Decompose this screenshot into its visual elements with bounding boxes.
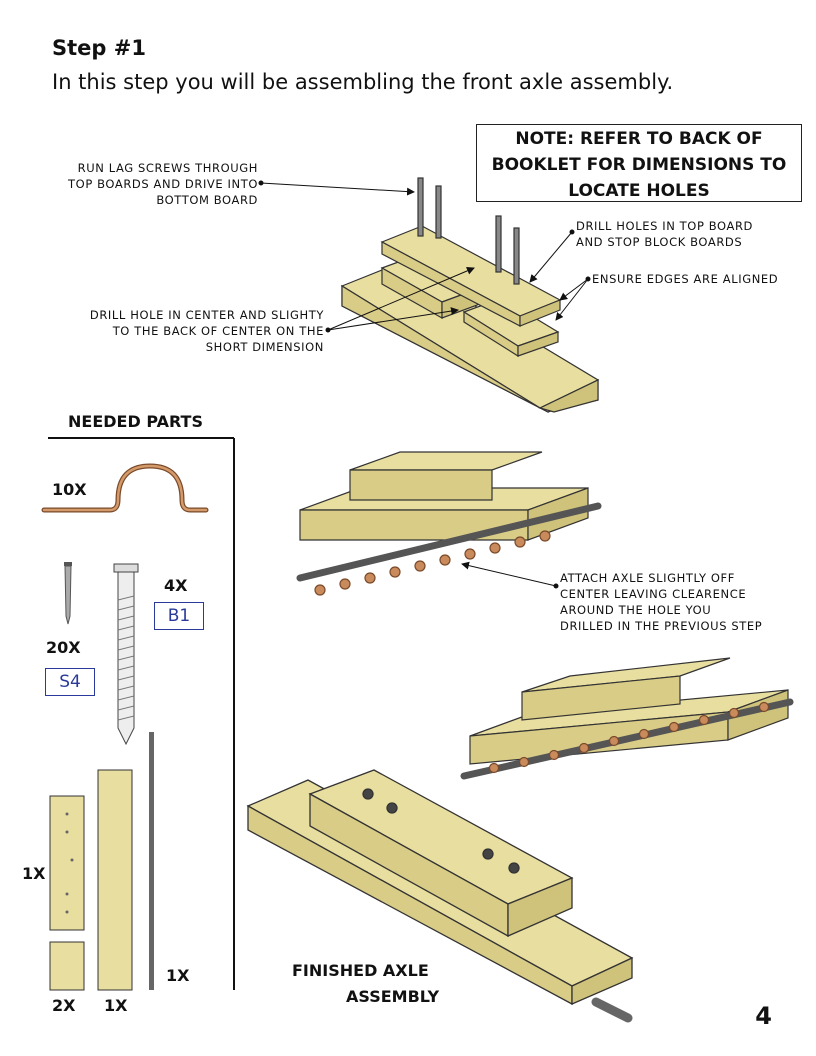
board-long-part bbox=[49, 795, 85, 931]
callout-edges-line-1: ENSURE EDGES ARE ALIGNED bbox=[592, 272, 779, 286]
callout-lag-screws-line-2: TOP BOARDS AND DRIVE INTO bbox=[68, 177, 258, 191]
board-tall-qty: 1X bbox=[104, 996, 128, 1015]
step-subtitle: In this step you will be assembling the … bbox=[52, 70, 674, 94]
block-qty: 2X bbox=[52, 996, 76, 1015]
lag-qty: 4X bbox=[164, 576, 188, 595]
page-number: 4 bbox=[755, 1002, 772, 1030]
note-line-2: BOOKLET FOR DIMENSIONS TO bbox=[491, 155, 787, 175]
callout-drill-center-line-1: DRILL HOLE IN CENTER AND SLIGHTY bbox=[89, 308, 324, 322]
exploded-assembly-drawing bbox=[340, 177, 600, 413]
screw-qty: 20X bbox=[46, 638, 81, 657]
callout-lag-screws-line-3: BOTTOM BOARD bbox=[156, 193, 258, 207]
parts-panel-frame bbox=[48, 437, 235, 990]
callout-attach-axle-line-4: DRILLED IN THE PREVIOUS STEP bbox=[560, 619, 763, 633]
step-title: Step #1 bbox=[52, 36, 146, 60]
callout-attach-axle-line-2: CENTER LEAVING CLEARENCE bbox=[560, 587, 747, 601]
middle-assembly-drawing bbox=[296, 451, 602, 596]
board-long-qty: 1X bbox=[22, 864, 46, 883]
note-box: NOTE: REFER TO BACK OF BOOKLET FOR DIMEN… bbox=[476, 124, 802, 202]
board-tall-part bbox=[97, 769, 133, 991]
note-line-3: LOCATE HOLES bbox=[568, 181, 710, 201]
callout-drill-center-line-3: SHORT DIMENSION bbox=[205, 340, 324, 354]
callout-lag-screws-line-1: RUN LAG SCREWS THROUGH bbox=[77, 161, 258, 175]
callout-drill-top: DRILL HOLES IN TOP BOARD AND STOP BLOCK … bbox=[576, 218, 753, 250]
callout-drill-center-line-2: TO THE BACK OF CENTER ON THE bbox=[112, 324, 324, 338]
stop-block-part bbox=[49, 941, 85, 991]
rod-qty: 1X bbox=[166, 966, 190, 985]
callout-attach-axle: ATTACH AXLE SLIGHTLY OFF CENTER LEAVING … bbox=[560, 570, 762, 634]
callout-edges: ENSURE EDGES ARE ALIGNED bbox=[592, 271, 778, 287]
callout-attach-axle-line-1: ATTACH AXLE SLIGHTLY OFF bbox=[560, 571, 735, 585]
small-screw-part bbox=[64, 562, 72, 625]
callout-drill-top-line-1: DRILL HOLES IN TOP BOARD bbox=[576, 219, 754, 233]
screw-code: S4 bbox=[45, 668, 95, 696]
finished-assembly-drawing bbox=[246, 769, 634, 1023]
callout-lag-screws: RUN LAG SCREWS THROUGH TOP BOARDS AND DR… bbox=[48, 160, 258, 208]
note-line-1: NOTE: REFER TO BACK OF bbox=[515, 129, 763, 149]
leader-lines bbox=[258, 180, 591, 589]
finished-label-line-2: ASSEMBLY bbox=[346, 987, 440, 1006]
callout-attach-axle-line-3: AROUND THE HOLE YOU bbox=[560, 603, 712, 617]
axle-rod-part bbox=[149, 732, 154, 990]
lag-code: B1 bbox=[154, 602, 204, 630]
attached-axle-drawing bbox=[460, 657, 794, 780]
callout-drill-center: DRILL HOLE IN CENTER AND SLIGHTY TO THE … bbox=[56, 307, 324, 355]
lag-bolt-part bbox=[113, 563, 139, 746]
parts-title: NEEDED PARTS bbox=[68, 412, 203, 431]
finished-label-line-1: FINISHED AXLE bbox=[292, 961, 429, 980]
strap-qty: 10X bbox=[52, 480, 87, 499]
callout-drill-top-line-2: AND STOP BLOCK BOARDS bbox=[576, 235, 743, 249]
